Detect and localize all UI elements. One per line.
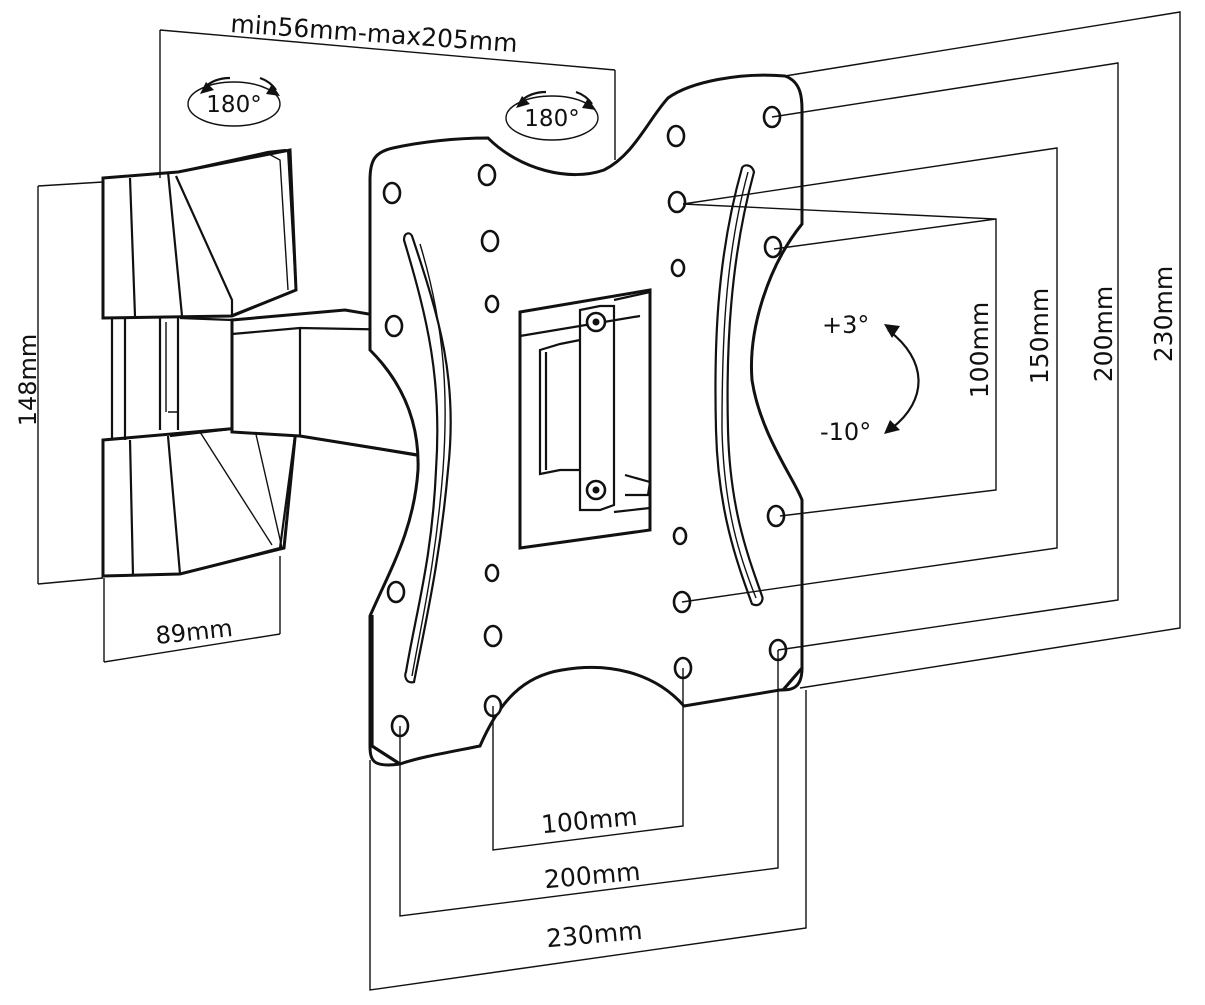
dimension-labels: min56mm-max205mm 180° 180° +3° -10° 148m… [14, 9, 1178, 953]
tilt-down-label: -10° [820, 418, 871, 446]
tilt-up-label: +3° [822, 311, 869, 339]
swivel-arm-label: 180° [524, 106, 579, 132]
vesa-plate [368, 73, 804, 767]
swivel-wall-label: 180° [206, 92, 261, 118]
vesa-horizontal-230-label: 230mm [545, 916, 644, 953]
vesa-vertical-150-label: 150mm [1025, 288, 1054, 384]
wall-plate-height-label: 148mm [14, 334, 42, 427]
extension-label: min56mm-max205mm [230, 9, 519, 58]
vesa-vertical-100-label: 100mm [965, 302, 994, 398]
vesa-vertical-230-label: 230mm [1149, 266, 1178, 362]
dimension-lines [37, 11, 1181, 991]
wall-bracket [101, 148, 298, 578]
vesa-horizontal-200-label: 200mm [543, 857, 642, 894]
wall-plate-depth-label: 89mm [154, 614, 234, 650]
vesa-vertical-200-label: 200mm [1089, 286, 1118, 382]
mounting-holes [382, 105, 788, 738]
